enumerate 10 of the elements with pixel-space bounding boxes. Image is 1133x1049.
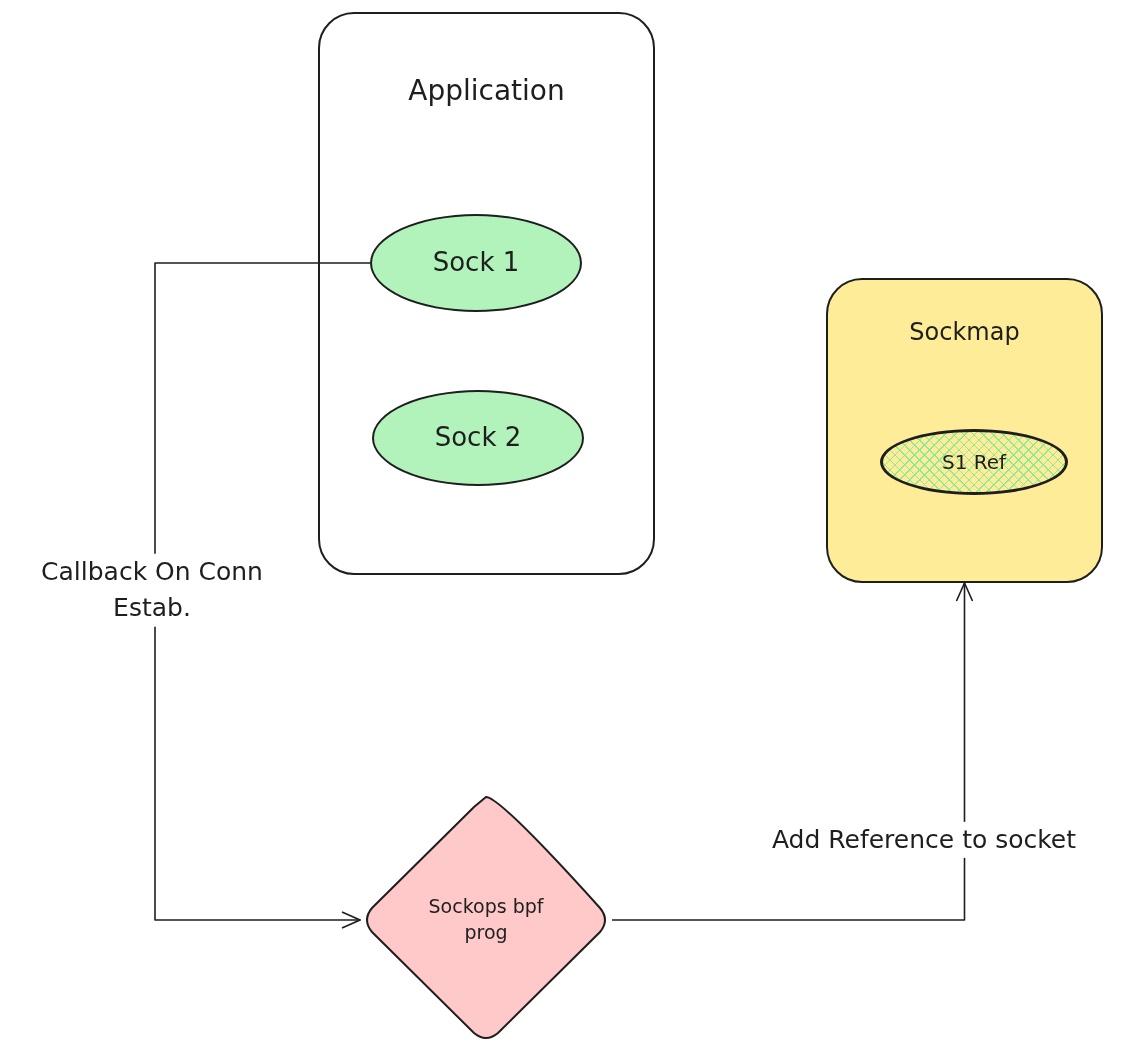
node-label: Sock 1 bbox=[432, 246, 520, 280]
node-label: Sockmap bbox=[909, 317, 1020, 348]
node-label: S1 Ref bbox=[941, 448, 1007, 476]
node-label: Application bbox=[408, 73, 565, 109]
connector-arrow bbox=[611, 582, 974, 921]
node-label: Sockops bpf prog bbox=[427, 894, 545, 945]
container-box bbox=[826, 278, 1103, 583]
connector-arrow bbox=[154, 262, 371, 929]
container-box bbox=[318, 12, 655, 575]
node-label: Sock 2 bbox=[434, 421, 522, 455]
